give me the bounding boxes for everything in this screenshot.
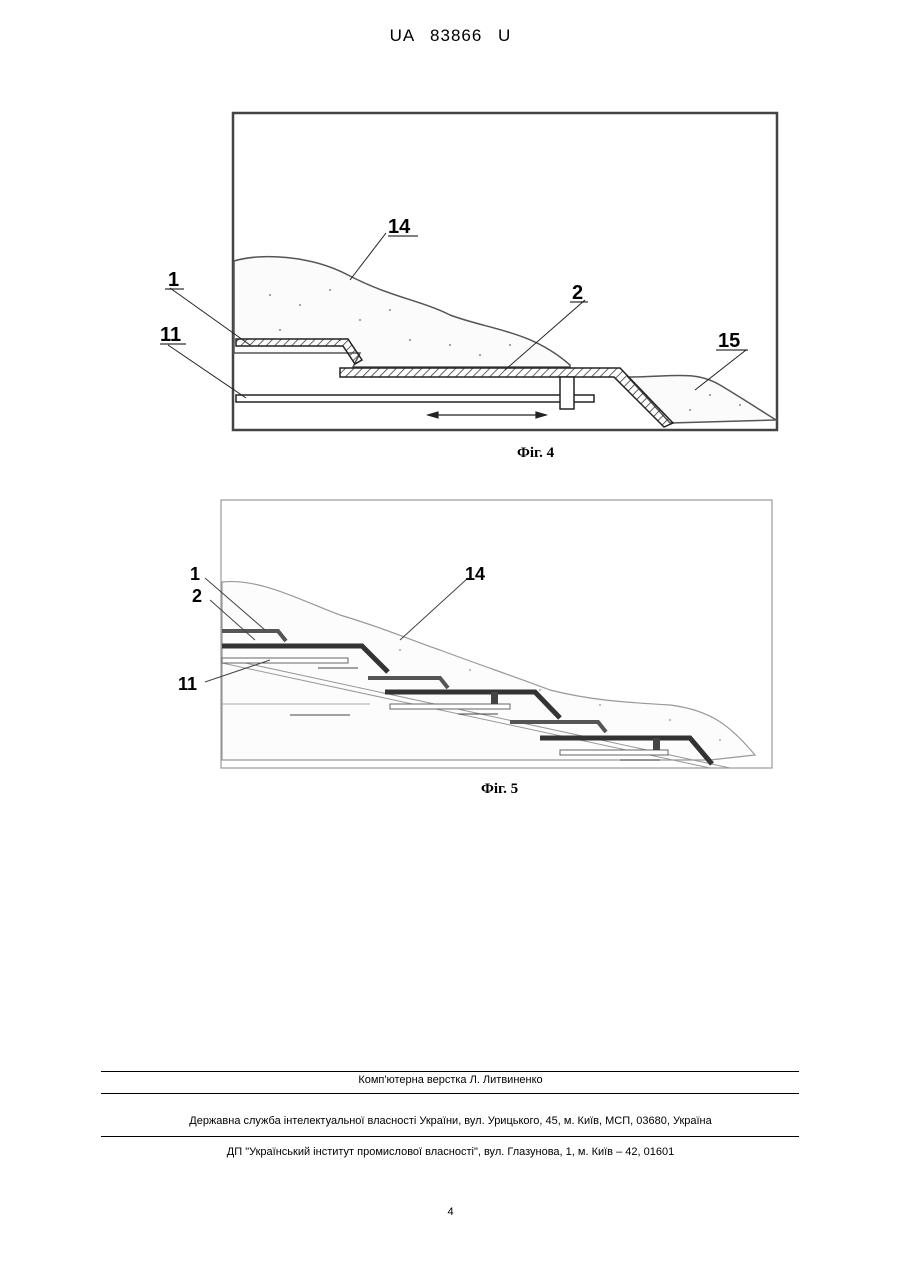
label-14: 14 xyxy=(465,564,485,584)
connector xyxy=(560,377,574,409)
figure-4-caption: Фіг. 4 xyxy=(517,445,554,462)
footer-rule-3 xyxy=(101,1136,799,1137)
footer-rule-1 xyxy=(101,1071,799,1072)
layout-credit: Комп'ютерна верстка Л. Литвиненко xyxy=(0,1074,901,1086)
footer-rule-2 xyxy=(101,1093,799,1094)
figure-5-caption: Фіг. 5 xyxy=(481,781,518,798)
label-11: 11 xyxy=(178,674,197,694)
label-15: 15 xyxy=(718,330,740,352)
figure-4-drawing: 14 1 2 11 15 xyxy=(150,105,790,440)
rail-11 xyxy=(236,395,594,402)
agency-address: Державна служба інтелектуальної власност… xyxy=(0,1115,901,1127)
label-1: 1 xyxy=(168,269,179,291)
label-2: 2 xyxy=(192,586,202,606)
institute-address: ДП "Український інститут промислової вла… xyxy=(0,1146,901,1158)
motion-arrow xyxy=(428,412,546,418)
label-1: 1 xyxy=(190,564,200,584)
label-2: 2 xyxy=(572,282,583,304)
soil-mass-14 xyxy=(234,257,570,367)
label-11: 11 xyxy=(160,324,181,346)
page-number: 4 xyxy=(0,1206,901,1218)
label-14: 14 xyxy=(388,216,411,238)
figure-5-drawing: 1 2 14 11 xyxy=(150,490,790,780)
document-number: UA 83866 U xyxy=(0,26,901,46)
soil-mass-14 xyxy=(222,582,755,760)
